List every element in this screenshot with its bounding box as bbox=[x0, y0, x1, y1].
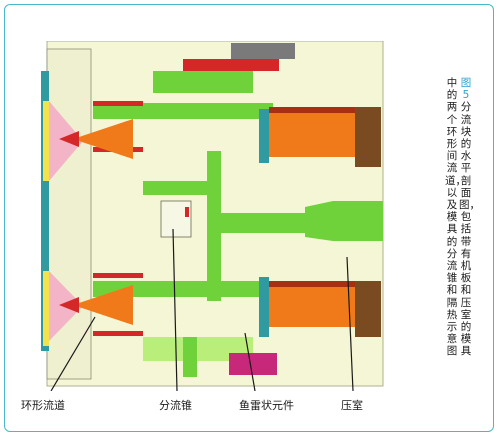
lower-orange-chamber bbox=[269, 287, 355, 327]
label-annular-channel: 环形流道 bbox=[21, 399, 65, 412]
upper-orange-chamber bbox=[269, 113, 355, 157]
pointer-chamber bbox=[346, 256, 354, 391]
pointer-torpedo bbox=[244, 332, 256, 391]
central-channel bbox=[221, 213, 305, 233]
pointer-spreader bbox=[172, 228, 178, 391]
vertical-channel-left bbox=[143, 181, 207, 195]
caption-column-2: 中的两个环形间流道，以及模具的分流锥和隔热示意图 bbox=[445, 77, 466, 358]
lower-cone-tip bbox=[59, 297, 79, 313]
top-red-block bbox=[183, 59, 279, 71]
upper-cone-tip bbox=[59, 131, 79, 147]
caption-text-1: 分流块的水平剖面图，包括带有机板和压室的模具 bbox=[459, 101, 480, 358]
lower-nozzle-red-top bbox=[93, 273, 143, 278]
label-pressure-chamber: 压室 bbox=[341, 399, 363, 412]
lower-green-stem bbox=[183, 337, 197, 377]
left-yellow-strip-lower bbox=[43, 271, 49, 346]
figure-caption: 图5分流块的水平剖面图，包括带有机板和压室的模具 中的两个环形间流道，以及模具的… bbox=[417, 77, 480, 377]
central-chamber bbox=[333, 201, 383, 241]
central-taper bbox=[305, 201, 333, 241]
left-edge-teal bbox=[41, 71, 49, 351]
caption-column-1: 图5分流块的水平剖面图，包括带有机板和压室的模具 bbox=[459, 77, 480, 358]
upper-cone bbox=[73, 119, 133, 159]
upper-teal-ring bbox=[259, 109, 269, 163]
lower-cone bbox=[73, 285, 133, 325]
lower-nozzle-green bbox=[93, 281, 273, 297]
left-yellow-strip bbox=[43, 101, 49, 181]
lower-chamber-dark bbox=[269, 281, 355, 287]
vertical-channel bbox=[207, 151, 221, 301]
upper-chamber-dark bbox=[269, 107, 355, 113]
label-torpedo: 鱼雷状元件 bbox=[239, 399, 294, 412]
upper-chamber-bracket bbox=[355, 107, 381, 167]
spreader-red-mark bbox=[185, 207, 189, 217]
lower-chamber-bracket bbox=[355, 281, 381, 337]
spreader-box bbox=[160, 200, 192, 238]
lower-magenta-block bbox=[229, 353, 277, 375]
pointer-annular bbox=[50, 316, 96, 391]
top-green-block bbox=[153, 71, 253, 93]
figure-frame: 环形流道 分流锥 鱼雷状元件 压室 图5分流块的水平剖面图，包括带有机板和压室的… bbox=[4, 4, 494, 432]
upper-nozzle-red-top bbox=[93, 101, 143, 106]
lower-teal-ring bbox=[259, 277, 269, 337]
die-cross-section-diagram bbox=[41, 41, 384, 391]
figure-number: 5 bbox=[462, 89, 470, 102]
lower-nozzle-red-bot bbox=[93, 331, 143, 336]
upper-nozzle-green bbox=[93, 103, 273, 119]
top-gray-block bbox=[231, 43, 295, 59]
figure-label: 图 bbox=[460, 77, 472, 89]
label-spreader-cone: 分流锥 bbox=[159, 399, 192, 412]
